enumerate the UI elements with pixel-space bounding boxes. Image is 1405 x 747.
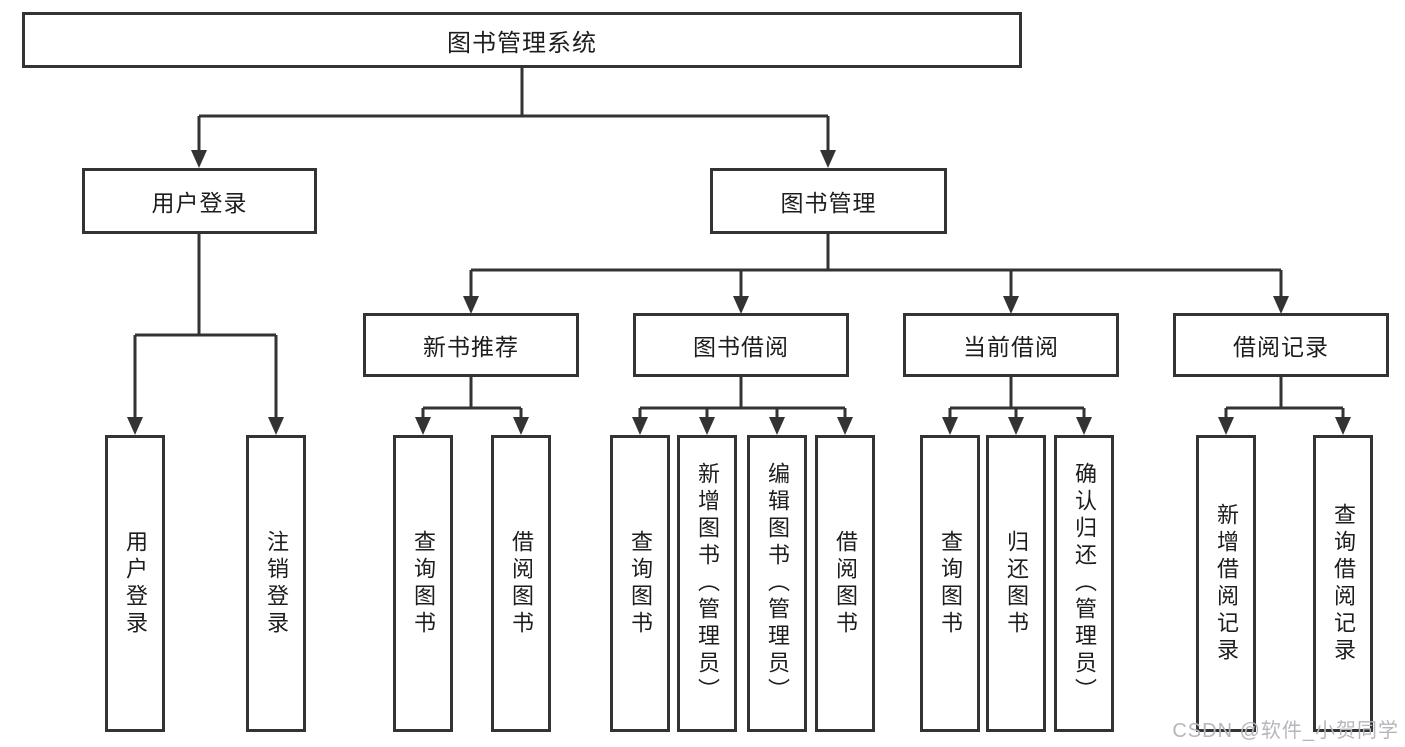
leaf-query-books-current: 查询图书 bbox=[920, 435, 980, 732]
node-new-book-recommendation: 新书推荐 bbox=[363, 313, 579, 377]
leaf-add-borrow-record: 新增借阅记录 bbox=[1196, 435, 1256, 732]
node-book-borrowing: 图书借阅 bbox=[633, 313, 849, 377]
node-borrowing-records: 借阅记录 bbox=[1173, 313, 1389, 377]
leaf-query-books-recommend: 查询图书 bbox=[393, 435, 453, 732]
leaf-borrow-books: 借阅图书 bbox=[815, 435, 875, 732]
node-current-borrowing: 当前借阅 bbox=[903, 313, 1119, 377]
node-user-login: 用户登录 bbox=[82, 168, 317, 234]
csdn-watermark: CSDN @软件_小贺同学 bbox=[1172, 720, 1399, 742]
node-book-management: 图书管理 bbox=[710, 168, 947, 234]
leaf-user-login: 用户登录 bbox=[105, 435, 165, 732]
leaf-borrow-books-recommend: 借阅图书 bbox=[491, 435, 551, 732]
leaf-query-books-borrow: 查询图书 bbox=[610, 435, 670, 732]
leaf-confirm-return-admin: 确认归还（管理员） bbox=[1054, 435, 1114, 732]
leaf-edit-book-admin: 编辑图书（管理员） bbox=[747, 435, 807, 732]
leaf-return-books: 归还图书 bbox=[986, 435, 1046, 732]
node-library-management-system: 图书管理系统 bbox=[22, 12, 1022, 68]
leaf-logout: 注销登录 bbox=[246, 435, 306, 732]
leaf-query-borrow-record: 查询借阅记录 bbox=[1313, 435, 1373, 732]
leaf-add-book-admin: 新增图书（管理员） bbox=[677, 435, 737, 732]
